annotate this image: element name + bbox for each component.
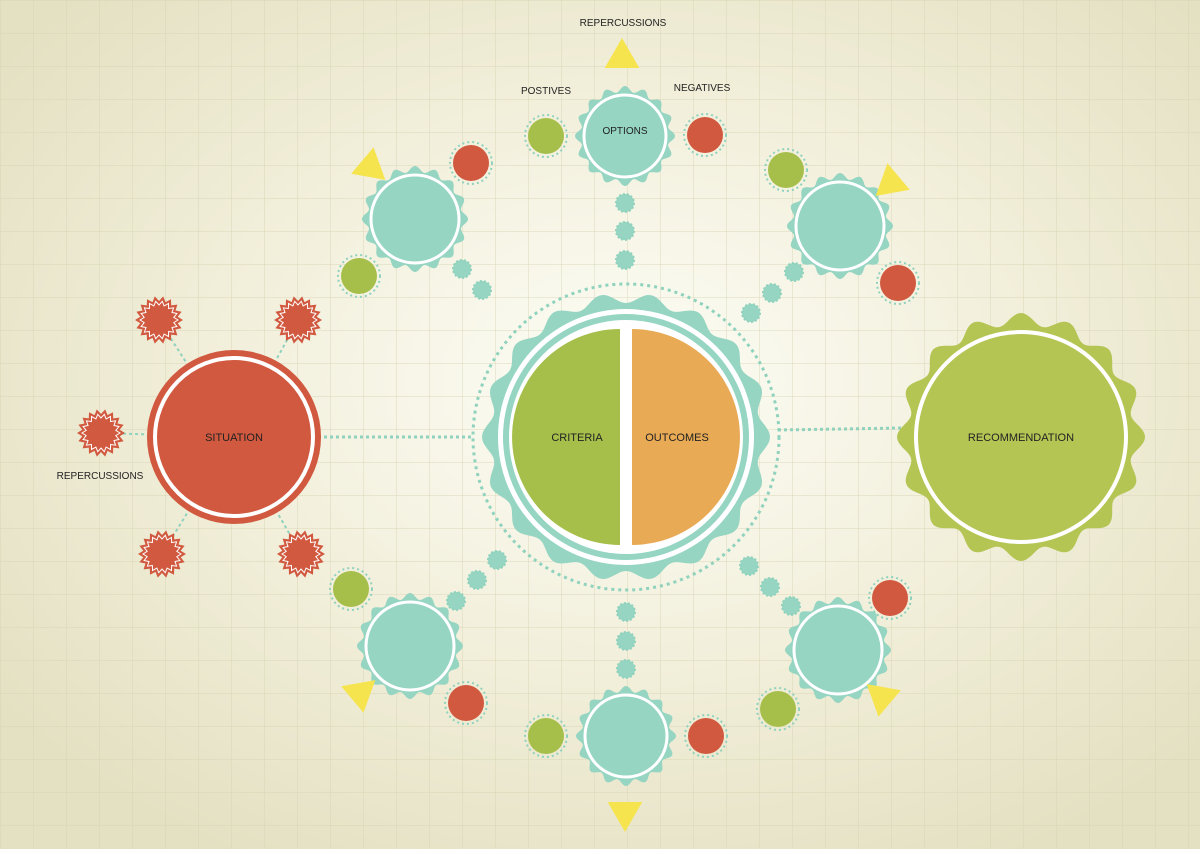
negative-circle[interactable]: [688, 718, 724, 754]
negative-circle[interactable]: [453, 145, 489, 181]
negatives-label: NEGATIVES: [674, 83, 731, 94]
positive-circle[interactable]: [341, 258, 377, 294]
option-bottom-bead: [616, 602, 636, 622]
negative-ring: [876, 261, 920, 305]
option-top[interactable]: [524, 38, 727, 270]
repercussion-triangle-icon: [607, 802, 643, 832]
option-top-left[interactable]: [337, 141, 493, 300]
negative-ring: [444, 681, 488, 725]
positive-ring: [524, 714, 568, 758]
option-top-left-scallop: [362, 166, 468, 272]
option-top-bead: [615, 250, 635, 270]
negative-ring: [683, 113, 727, 157]
option-top-left-bead: [452, 259, 472, 279]
option-bottom-right-bead: [781, 596, 801, 616]
starburst-bottom-right: [277, 530, 325, 578]
repercussion-triangle-icon: [604, 38, 640, 68]
option-top-right-scallop: [787, 173, 893, 279]
option-bottom-left-scallop: [357, 593, 463, 699]
positive-ring: [524, 114, 568, 158]
connector-center-recommendation: [777, 426, 904, 432]
option-top-ring: [582, 93, 668, 179]
option-top-right-bead: [762, 283, 782, 303]
negative-ring: [449, 141, 493, 185]
option-top-right-ring: [794, 180, 886, 272]
starburst-left: [77, 409, 125, 457]
option-top-bead: [615, 193, 635, 213]
center-dotted-ring: [471, 282, 781, 592]
starburst-bottom-right-inner-line: [281, 534, 321, 574]
option-bottom-bead: [616, 659, 636, 679]
option-top-left-bead: [472, 280, 492, 300]
option-bottom-left[interactable]: [329, 550, 507, 725]
positive-circle[interactable]: [760, 691, 796, 727]
positive-circle[interactable]: [528, 718, 564, 754]
positive-ring: [337, 254, 381, 298]
situation-label: SITUATION: [205, 432, 263, 444]
criteria-half[interactable]: [512, 329, 620, 545]
outcomes-half[interactable]: [632, 329, 740, 545]
negative-ring: [684, 714, 728, 758]
starburst-top-left-inner-line: [139, 300, 179, 340]
option-bottom-left-bead: [487, 550, 507, 570]
starburst-top-left: [135, 296, 183, 344]
repercussions-left-label: REPERCUSSIONS: [57, 471, 144, 482]
starburst-left-inner-line: [81, 413, 121, 453]
options-label: OPTIONS: [602, 126, 647, 137]
negative-circle[interactable]: [687, 117, 723, 153]
option-bottom-left-ring: [364, 600, 456, 692]
option-bottom-left-bead: [467, 570, 487, 590]
option-bottom-right-ring: [792, 604, 884, 696]
negative-circle[interactable]: [872, 580, 908, 616]
option-top-right[interactable]: [741, 148, 920, 323]
center-hub: CRITERIA OUTCOMES: [471, 282, 781, 592]
option-bottom-right-bead: [760, 577, 780, 597]
positive-circle[interactable]: [528, 118, 564, 154]
starburst-top-right: [274, 296, 322, 344]
negative-ring: [868, 576, 912, 620]
option-bottom[interactable]: [524, 602, 728, 832]
situation-repercussions: [77, 296, 325, 578]
option-top-right-bead: [784, 262, 804, 282]
option-bottom-bead: [616, 631, 636, 651]
option-top-left-ring: [369, 173, 461, 265]
repercussion-triangle-icon: [351, 147, 386, 180]
option-bottom-right-bead: [739, 556, 759, 576]
starburst-bottom-left: [138, 530, 186, 578]
situation-node[interactable]: SITUATION: [147, 350, 321, 524]
repercussion-triangle-icon: [866, 684, 901, 717]
positives-label: POSTIVES: [521, 86, 571, 97]
option-top-scallop: [575, 86, 675, 186]
recommendation-label: RECOMMENDATION: [968, 432, 1074, 444]
option-bottom-left-bead: [446, 591, 466, 611]
option-bottom-ring: [583, 693, 669, 779]
option-nodes: [329, 38, 920, 832]
option-bottom-right[interactable]: [739, 556, 912, 731]
option-bottom-right-scallop: [785, 597, 891, 703]
connector-starburst-top-left: [158, 319, 235, 438]
option-bottom-scallop: [576, 686, 676, 786]
option-top-bead: [615, 221, 635, 241]
positive-ring: [329, 567, 373, 611]
starburst-bottom-left-inner-line: [142, 534, 182, 574]
option-top-right-bead: [741, 303, 761, 323]
negative-circle[interactable]: [880, 265, 916, 301]
repercussion-triangle-icon: [341, 680, 376, 713]
positive-circle[interactable]: [768, 152, 804, 188]
repercussions-top-label: REPERCUSSIONS: [580, 18, 667, 29]
outcomes-label: OUTCOMES: [645, 432, 709, 444]
negative-circle[interactable]: [448, 685, 484, 721]
starburst-top-right-inner-line: [278, 300, 318, 340]
positive-ring: [764, 148, 808, 192]
positive-ring: [756, 687, 800, 731]
positive-circle[interactable]: [333, 571, 369, 607]
repercussion-triangle-icon: [875, 163, 910, 196]
criteria-label: CRITERIA: [551, 432, 603, 444]
recommendation-node[interactable]: RECOMMENDATION: [897, 313, 1145, 561]
